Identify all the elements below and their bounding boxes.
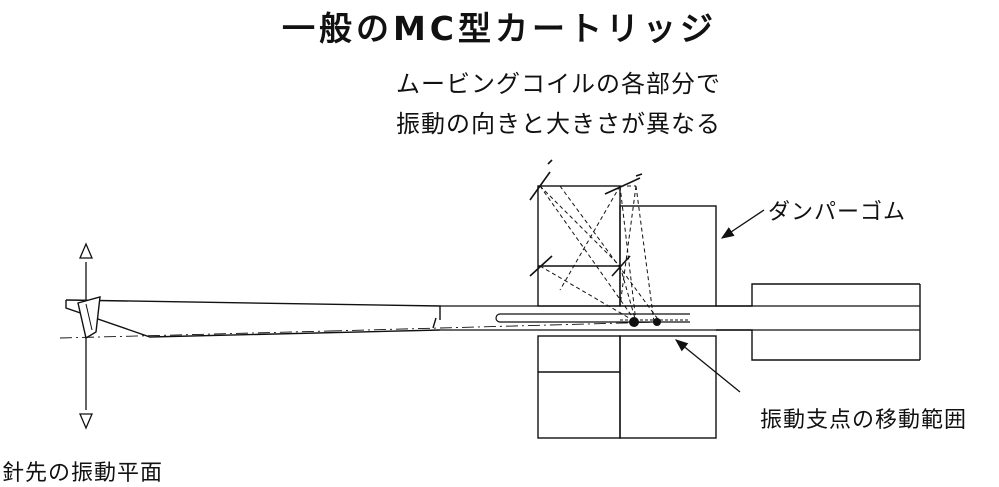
housing-blocks [537, 185, 717, 439]
coil-vibration-label-line2: 振動の向きと大きさが異なる [396, 110, 721, 138]
rear-body [716, 283, 921, 361]
stylus-tip [77, 296, 101, 340]
diagram-title: 一般のMC型カートリッジ [281, 9, 718, 48]
stylus-plane-label: 針先の振動平面 [2, 461, 164, 486]
damper-rubber-label: ダンパーゴム [768, 200, 907, 225]
pivot-point [620, 317, 690, 327]
cantilever-tube [440, 305, 920, 331]
cantilever [65, 299, 441, 338]
coil-vibration-lines [539, 185, 661, 323]
coil-vibration-markers [529, 159, 643, 277]
pivot-movement-label: 振動支点の移動範囲 [760, 408, 968, 433]
center-axis-2 [329, 321, 661, 332]
coil-vibration-label-line1: ムービングコイルの各部分で [396, 70, 721, 98]
pivot-leader [674, 339, 741, 393]
center-axis [59, 330, 331, 339]
damper-leader [720, 209, 765, 239]
